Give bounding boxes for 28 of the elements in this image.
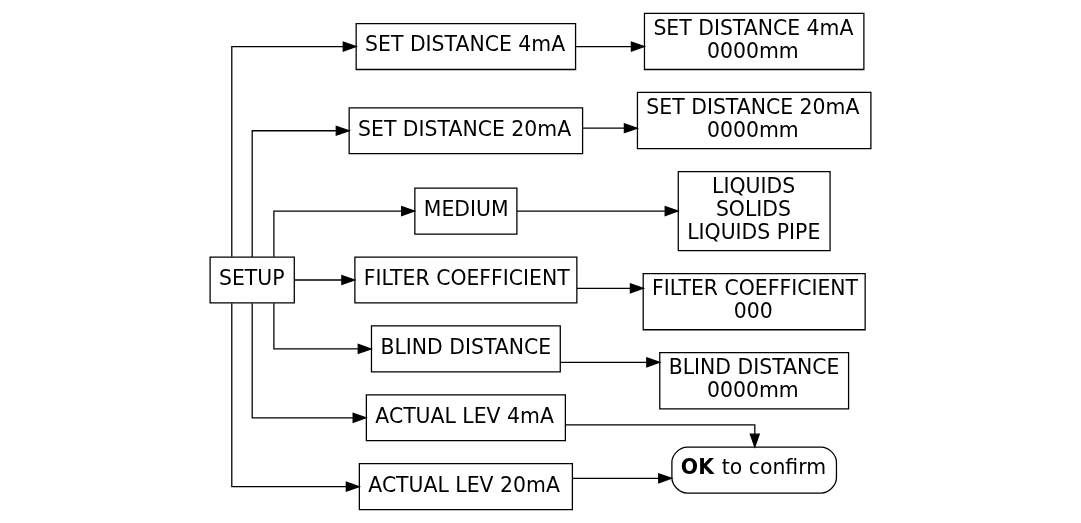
arrow	[559, 356, 662, 368]
arrow	[571, 473, 674, 484]
node-box: BLIND DISTANCE	[370, 325, 561, 373]
node-box: FILTER COEFFICIENT 000	[642, 273, 866, 331]
node-box: ACTUAL LEV 20mA	[358, 463, 574, 511]
node-box: SET DISTANCE 4mA	[355, 22, 577, 71]
arrow	[251, 125, 351, 258]
arrow	[575, 41, 647, 52]
arrow	[273, 302, 373, 355]
node-box: MEDIUM	[414, 187, 518, 235]
arrow	[516, 205, 680, 217]
arrow	[576, 282, 646, 294]
arrow	[231, 41, 358, 258]
node-box: SET DISTANCE 20mA 0000mm	[636, 91, 872, 150]
arrow	[231, 302, 362, 493]
node-box: BLIND DISTANCE 0000mm	[659, 352, 850, 410]
node-box: SETUP	[209, 256, 295, 304]
node-box: ACTUAL LEV 4mA	[365, 394, 566, 442]
arrow	[273, 205, 417, 258]
node-box: SET DISTANCE 4mA 0000mm	[643, 12, 865, 71]
node-box: LIQUIDS SOLIDS LIQUIDS PIPE	[677, 170, 831, 252]
node-box: FILTER COEFFICIENT	[354, 256, 578, 304]
arrow	[251, 302, 368, 424]
arrow	[565, 424, 761, 449]
node-box: OK to confirm	[671, 446, 838, 494]
arrow	[293, 274, 357, 286]
arrow	[582, 122, 640, 134]
node-box: SET DISTANCE 20mA	[348, 107, 584, 155]
